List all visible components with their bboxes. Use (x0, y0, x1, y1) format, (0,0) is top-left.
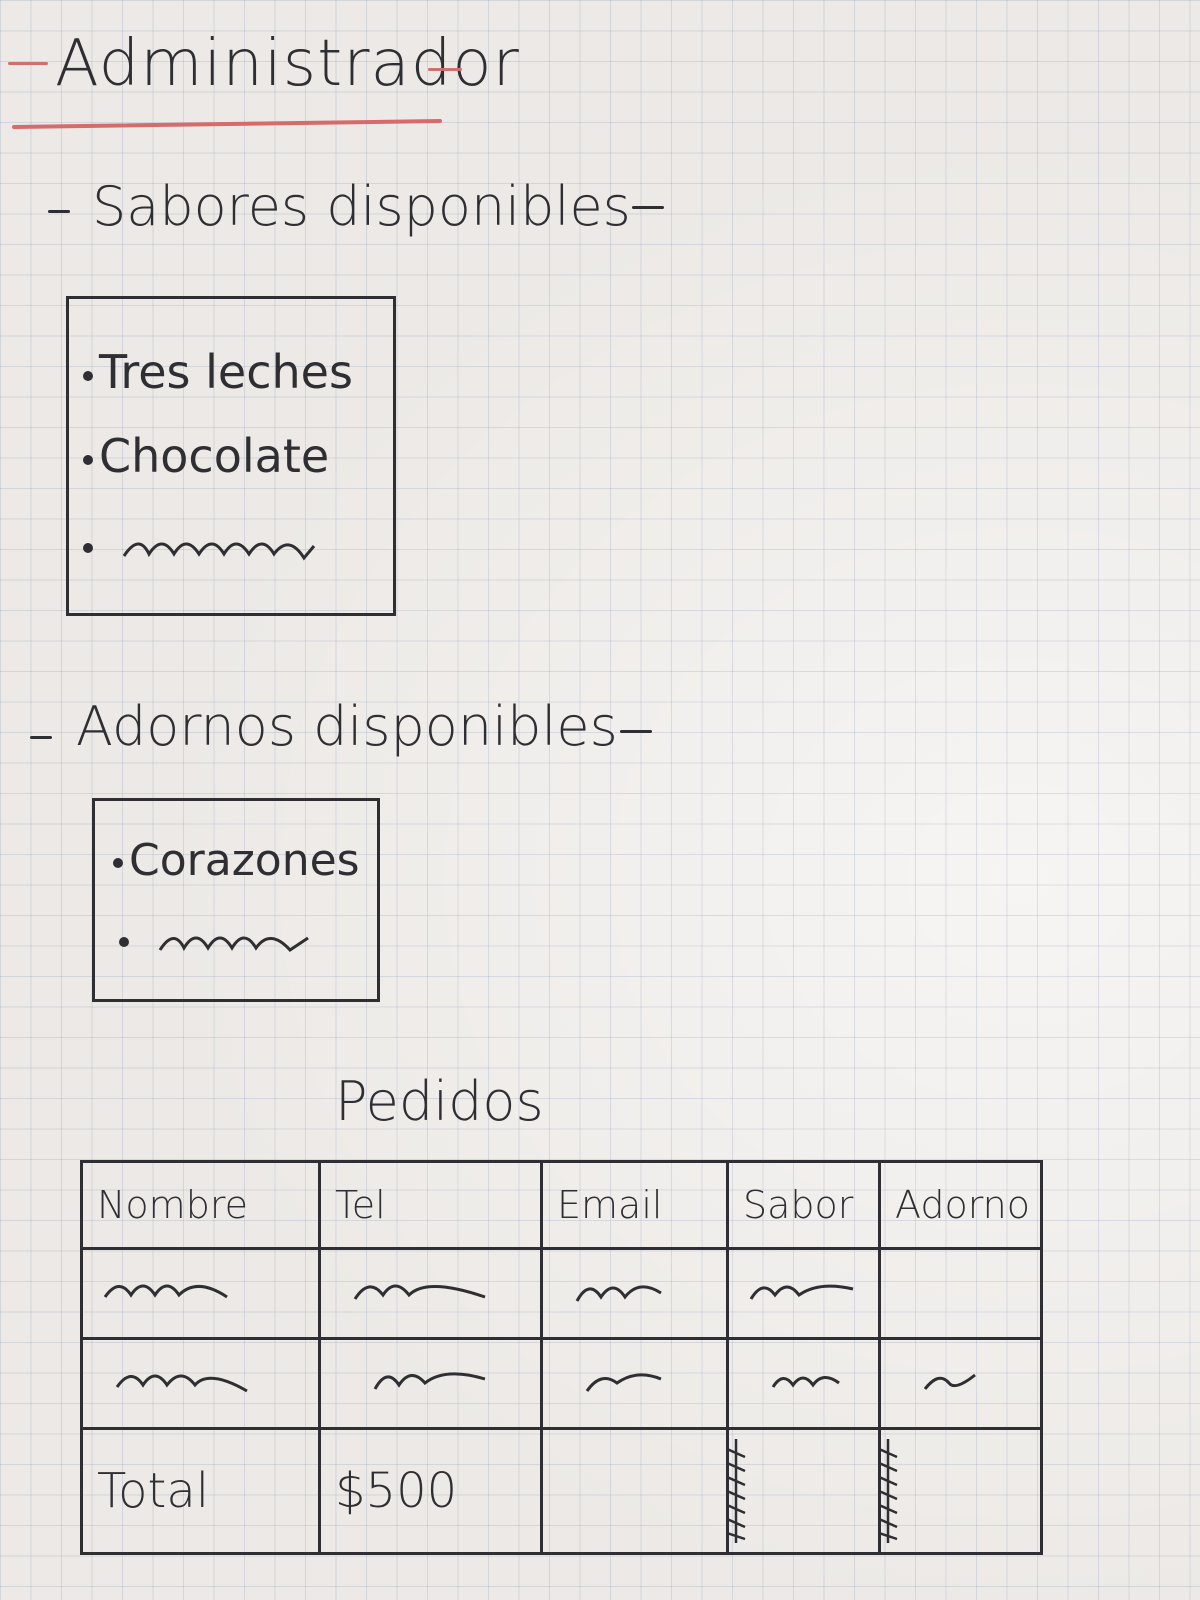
table-cell (540, 1247, 729, 1340)
table-cell (80, 1337, 321, 1430)
table-header-row: Nombre Tel Email Sabor Adorno (80, 1160, 1043, 1250)
hatched-cell (878, 1427, 1043, 1555)
table-row[interactable] (80, 1247, 1043, 1340)
sabores-list-box: Tres leches Chocolate (66, 296, 396, 616)
hatched-cell (726, 1427, 881, 1555)
bullet-icon (83, 370, 93, 381)
hatch-mark-icon (882, 1439, 898, 1543)
bullet-icon (83, 454, 93, 465)
scribble-icon (103, 1284, 228, 1298)
pedidos-table: Nombre Tel Email Sabor Adorno Total $500 (80, 1160, 1043, 1555)
adornos-item-placeholder[interactable] (119, 911, 330, 965)
scribble-icon (575, 1285, 662, 1302)
sabores-item-chocolate[interactable]: Chocolate (83, 429, 329, 483)
table-cell (726, 1337, 881, 1430)
total-label: Total (80, 1427, 321, 1555)
page-title: Administrador (55, 27, 520, 101)
sabores-item-tres-leches[interactable]: Tres leches (83, 345, 353, 399)
scribble-icon (923, 1373, 976, 1390)
scribble-icon (115, 1374, 248, 1392)
adornos-dash-left (30, 736, 52, 739)
total-value: $500 (318, 1427, 543, 1555)
title-dash-left (8, 62, 48, 65)
adornos-dash-right (620, 730, 652, 733)
table-cell (726, 1247, 881, 1340)
bullet-icon (119, 936, 129, 947)
total-row: Total $500 (80, 1427, 1043, 1555)
column-header-adorno[interactable]: Adorno (878, 1160, 1043, 1250)
scribble-icon (122, 542, 315, 561)
table-cell (80, 1247, 321, 1340)
table-cell (540, 1427, 729, 1555)
table-cell (318, 1247, 543, 1340)
scribble-icon (373, 1371, 486, 1390)
scribble-icon (585, 1372, 662, 1392)
column-header-tel[interactable]: Tel (318, 1160, 543, 1250)
adornos-item-corazones[interactable]: Corazones (113, 835, 360, 886)
column-header-sabor[interactable]: Sabor (726, 1160, 881, 1250)
table-cell (318, 1337, 543, 1430)
sabores-dash-left (48, 210, 70, 213)
column-header-email[interactable]: Email (540, 1160, 729, 1250)
hatch-mark-icon (730, 1439, 746, 1543)
table-cell (540, 1337, 729, 1430)
adornos-list-box: Corazones (92, 798, 380, 1002)
table-cell (878, 1247, 1043, 1340)
bullet-icon (113, 858, 123, 868)
sabores-heading: Sabores disponibles (92, 175, 631, 238)
adornos-heading: Adornos disponibles (76, 695, 618, 758)
scribble-icon (353, 1284, 486, 1300)
table-row[interactable] (80, 1337, 1043, 1430)
column-header-nombre[interactable]: Nombre (80, 1160, 321, 1250)
pedidos-title: Pedidos (335, 1070, 544, 1133)
sabores-item-placeholder[interactable] (83, 517, 324, 571)
scribble-icon (158, 936, 309, 952)
scribble-icon (749, 1284, 854, 1300)
bullet-icon (83, 542, 93, 553)
sabores-dash-right (632, 206, 664, 209)
title-dash-right (428, 68, 462, 71)
scribble-icon (771, 1375, 840, 1388)
table-cell (878, 1337, 1043, 1430)
